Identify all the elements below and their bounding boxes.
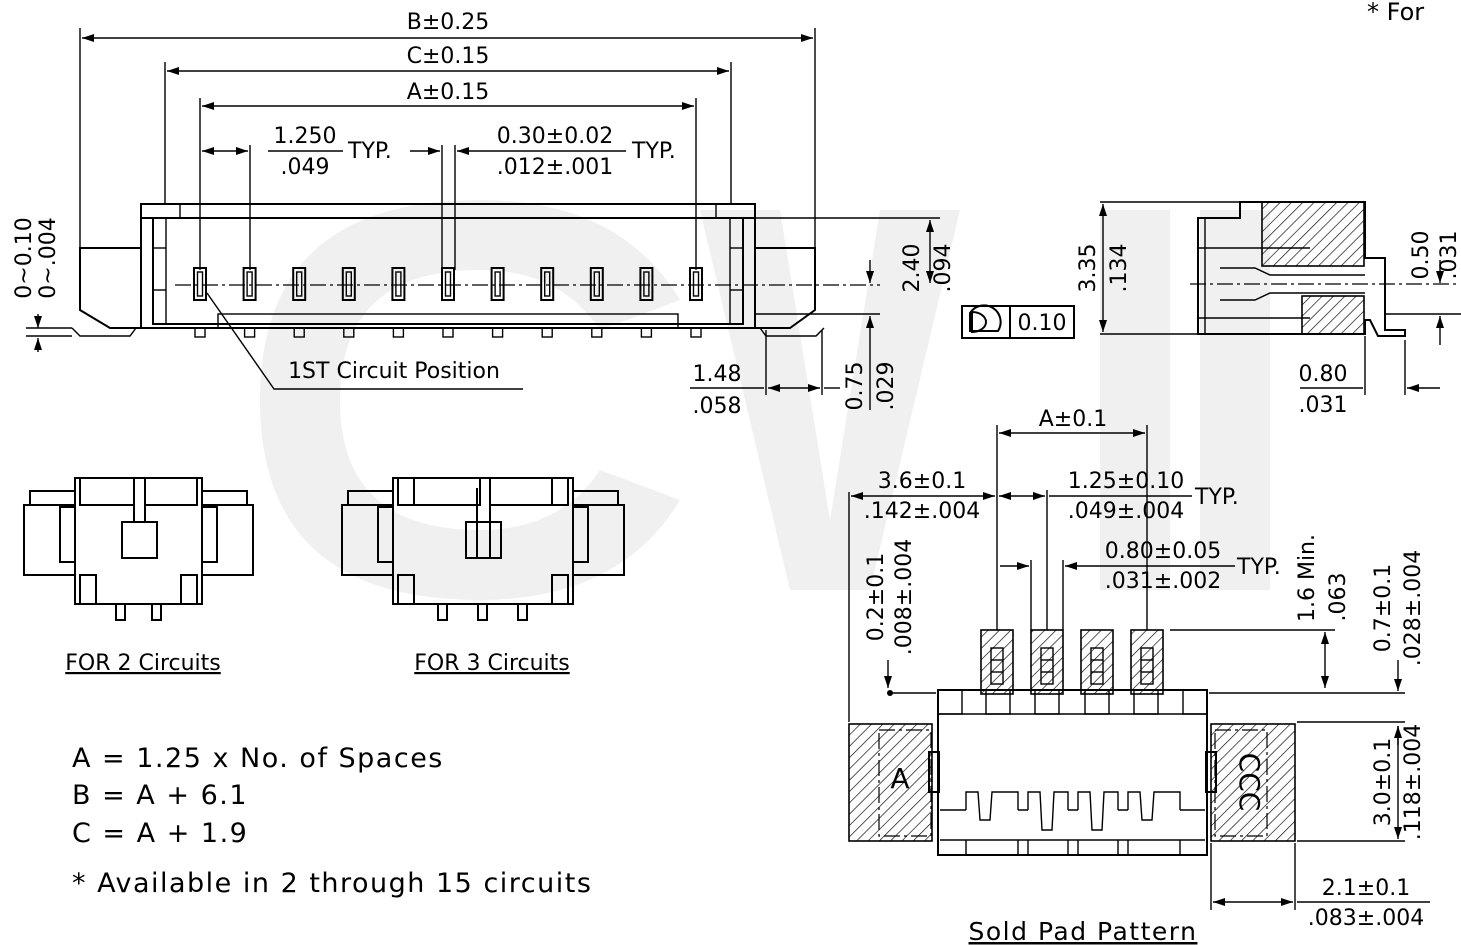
pin-tail bbox=[640, 327, 653, 338]
connector-pin bbox=[490, 267, 505, 301]
side-bottom-mm: 0.80 bbox=[1299, 362, 1348, 387]
pad-21-in: .083±.004 bbox=[1308, 906, 1424, 931]
connector-pin bbox=[391, 267, 406, 301]
pad-080-typ: TYP. bbox=[1236, 555, 1281, 580]
pin-width-typ: TYP. bbox=[631, 139, 676, 164]
pad-pattern bbox=[848, 629, 1296, 856]
dim-b: B±0.25 bbox=[407, 10, 490, 35]
pin-tail bbox=[690, 327, 702, 338]
pin-tail bbox=[392, 327, 405, 338]
pad-dimensions bbox=[848, 425, 1430, 910]
pad-36-in: .142±.004 bbox=[864, 499, 980, 524]
h075-in: .029 bbox=[874, 362, 899, 411]
availability-note: * Available in 2 through 15 circuits bbox=[72, 868, 592, 899]
top-dimensions bbox=[26, 28, 940, 410]
pad-080-in: .031±.002 bbox=[1105, 569, 1221, 594]
pin-tail bbox=[293, 327, 305, 338]
side-view bbox=[1099, 201, 1461, 395]
left-dim-mm: 0~0.10 bbox=[12, 217, 37, 298]
formula-a: A = 1.25 x No. of Spaces bbox=[72, 743, 444, 774]
side-height-in: .134 bbox=[1107, 244, 1132, 293]
side-right-mm: 0.50 bbox=[1409, 231, 1434, 280]
pad-16-mm: 1.6 Min. bbox=[1295, 534, 1320, 622]
connector-pin bbox=[193, 267, 207, 301]
pin-tail bbox=[541, 327, 553, 338]
h240-in: .094 bbox=[931, 244, 956, 293]
pad-02-in: .008±.004 bbox=[892, 539, 917, 655]
label-2-circuits: FOR 2 Circuits bbox=[65, 651, 221, 676]
pad-07-mm: 0.7±0.1 bbox=[1371, 564, 1396, 652]
connector-pin bbox=[689, 267, 703, 301]
view-2-circuits bbox=[23, 477, 254, 621]
pin-tail bbox=[591, 327, 603, 338]
view-3-circuits bbox=[341, 477, 625, 621]
top-view bbox=[71, 203, 880, 390]
pad-07-in: .028±.004 bbox=[1401, 550, 1426, 666]
solder-pad bbox=[1130, 629, 1164, 695]
pin-width-mm: 0.30±0.02 bbox=[497, 124, 613, 149]
pitch-mm: 1.250 bbox=[274, 124, 337, 149]
connector-pin bbox=[292, 267, 307, 301]
h148-in: .058 bbox=[693, 394, 742, 419]
h240-mm: 2.40 bbox=[900, 244, 925, 293]
pad-30-in: .118±.004 bbox=[1401, 724, 1426, 840]
side-bottom-in: .031 bbox=[1299, 393, 1348, 418]
solder-pad bbox=[1080, 629, 1114, 695]
pin-tail bbox=[194, 327, 206, 338]
side-right-in: .031 bbox=[1437, 231, 1461, 280]
pin-tail bbox=[491, 327, 504, 338]
pin-tail bbox=[343, 327, 355, 338]
solder-pad bbox=[1030, 629, 1064, 695]
formula-c: C = A + 1.9 bbox=[72, 818, 248, 849]
pad-a: A±0.1 bbox=[1039, 407, 1107, 432]
watermark bbox=[260, 200, 1270, 600]
label-3-circuits: FOR 3 Circuits bbox=[414, 651, 570, 676]
formula-b: B = A + 6.1 bbox=[72, 780, 248, 811]
connector-pin bbox=[341, 267, 356, 301]
connector-pin bbox=[441, 267, 455, 301]
pad-title: Sold Pad Pattern bbox=[969, 917, 1198, 945]
connector-pin bbox=[639, 267, 654, 301]
connector-pin bbox=[540, 267, 555, 301]
pad-02-mm: 0.2±0.1 bbox=[864, 553, 889, 641]
left-dim-in: 0~.004 bbox=[36, 217, 61, 298]
h075-mm: 0.75 bbox=[843, 362, 868, 411]
pad-mark-a: A bbox=[890, 762, 909, 795]
pad-36-mm: 3.6±0.1 bbox=[878, 469, 966, 494]
pad-30-mm: 3.0±0.1 bbox=[1371, 738, 1396, 826]
pad-16-in: .063 bbox=[1326, 573, 1351, 622]
pad-21-mm: 2.1±0.1 bbox=[1322, 876, 1410, 901]
pin-width-in: .012±.001 bbox=[497, 155, 613, 180]
corner-note: * For bbox=[1367, 0, 1424, 26]
pad-125-mm: 1.25±0.10 bbox=[1068, 469, 1184, 494]
pad-125-typ: TYP. bbox=[1194, 485, 1239, 510]
first-circuit-label: 1ST Circuit Position bbox=[288, 359, 500, 384]
pin-tail bbox=[442, 327, 454, 338]
pitch-in: .049 bbox=[281, 155, 330, 180]
pitch-typ: TYP. bbox=[347, 139, 392, 164]
pin-tail bbox=[243, 327, 256, 338]
solder-pad bbox=[980, 629, 1014, 695]
h148-mm: 1.48 bbox=[693, 362, 742, 387]
dim-c: C±0.15 bbox=[407, 44, 490, 69]
pad-125-in: .049±.004 bbox=[1068, 499, 1184, 524]
dim-a: A±0.15 bbox=[407, 80, 489, 105]
flatness-frame bbox=[961, 304, 1075, 339]
side-height-mm: 3.35 bbox=[1076, 244, 1101, 293]
connector-pin bbox=[242, 267, 257, 301]
connector-pin bbox=[589, 267, 604, 301]
pad-mark-ccc: CCC bbox=[1233, 753, 1266, 812]
flatness-value: 0.10 bbox=[1018, 311, 1067, 336]
pad-080-mm: 0.80±0.05 bbox=[1105, 539, 1221, 564]
